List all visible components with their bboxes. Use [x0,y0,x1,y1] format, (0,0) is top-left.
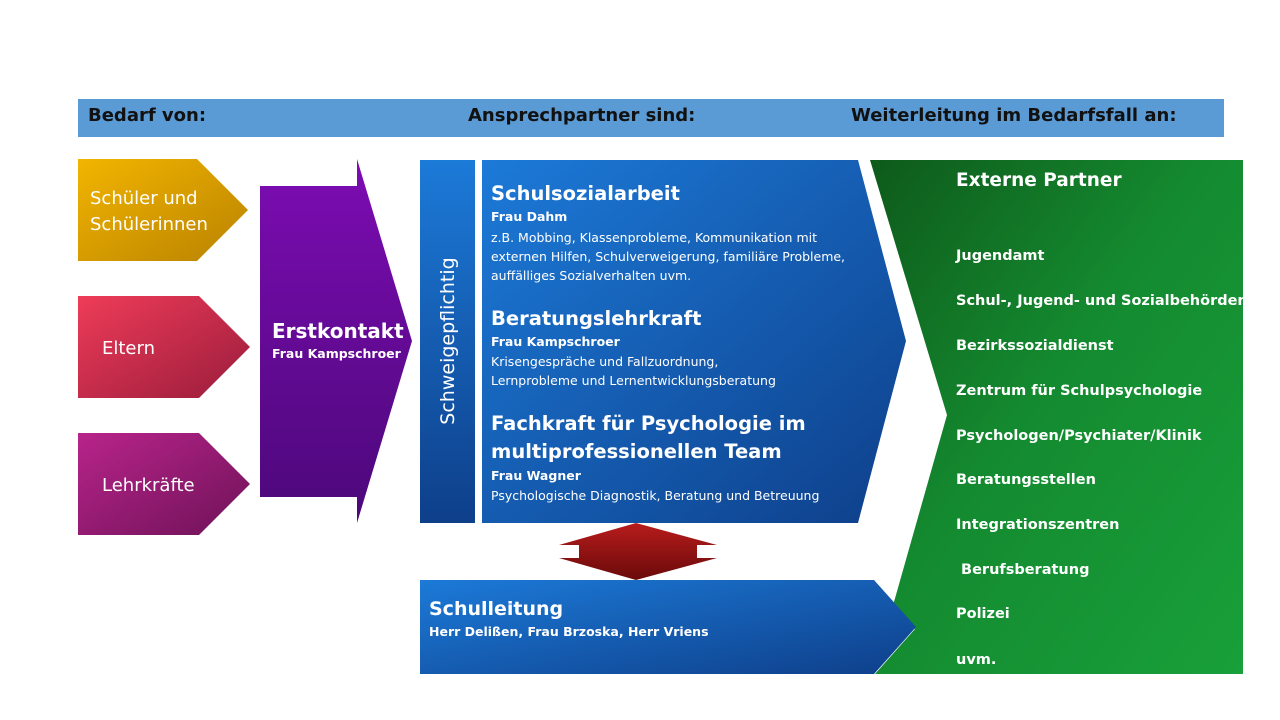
external-item: Integrationszentren [956,517,1120,533]
contacts-arrow [482,160,906,523]
source-schueler-label: Schüler und Schülerinnen [90,186,208,238]
source-schueler-line2: Schülerinnen [90,214,208,235]
contact-psychologie-person: Frau Wagner [491,468,581,483]
external-item: Psychologen/Psychiater/Klinik [956,428,1202,444]
desc-line: Lernprobleme und Lernentwicklungsberatun… [491,373,776,388]
schulleitung-persons: Herr Delißen, Frau Brzoska, Herr Vriens [429,624,709,639]
external-item: Beratungsstellen [956,472,1096,488]
schueler-arrow [78,159,248,261]
contact-schulsozialarbeit-person: Frau Dahm [491,209,568,224]
desc-line: Krisengespräche und Fallzuordnung, [491,354,719,369]
external-item: Zentrum für Schulpsychologie [956,383,1203,399]
external-item: Berufsberatung [956,562,1090,578]
external-item: Jugendamt [956,248,1045,264]
eltern-arrow [78,296,250,398]
desc-line: auffälliges Sozialverhalten uvm. [491,268,692,283]
header-ansprechpartner: Ansprechpartner sind: [468,105,696,126]
schweigepflicht-bar [420,160,475,523]
contact-psychologie-title: Fachkraft für Psychologie im multiprofes… [491,410,806,466]
contact-schulsozialarbeit-desc: z.B. Mobbing, Klassenprobleme, Kommunika… [491,228,845,285]
desc-line: z.B. Mobbing, Klassenprobleme, Kommunika… [491,230,818,245]
header-weiterleitung: Weiterleitung im Bedarfsfall an: [851,105,1177,126]
external-item: uvm. [956,652,997,668]
external-panel [870,160,1243,674]
contact-beratungslehrkraft-person: Frau Kampschroer [491,334,620,349]
source-eltern-label: Eltern [102,338,155,359]
source-lehrkraefte-label: Lehrkräfte [102,475,195,496]
contact-schulsozialarbeit-title: Schulsozialarbeit [491,182,680,205]
erstkontakt-person: Frau Kampschroer [272,346,401,361]
external-title: Externe Partner [956,170,1122,191]
schulleitung-title: Schulleitung [429,598,564,620]
erstkontakt-title: Erstkontakt [272,319,404,343]
source-schueler-line1: Schüler und [90,188,198,209]
title-line: multiprofessionellen Team [491,440,782,463]
contact-beratungslehrkraft-desc: Krisengespräche und Fallzuordnung, Lernp… [491,352,776,390]
lehrkraefte-arrow [78,433,250,535]
header-bedarf: Bedarf von: [88,105,207,126]
external-item: Polizei [956,606,1010,622]
external-item: Bezirkssozialdienst [956,338,1114,354]
contact-psychologie-desc: Psychologische Diagnostik, Beratung und … [491,488,820,503]
desc-line: externen Hilfen, Schulverweigerung, fami… [491,249,846,264]
schweigepflicht-label: Schweigepflichtig [437,257,459,425]
header-bar [78,99,1224,137]
external-item: Schul-, Jugend- und Sozialbehörden [956,293,1248,309]
schulleitung-arrow [420,580,916,674]
erstkontakt-arrow [260,159,412,523]
contact-beratungslehrkraft-title: Beratungslehrkraft [491,307,702,330]
double-arrow [559,523,717,580]
title-line: Fachkraft für Psychologie im [491,412,806,435]
